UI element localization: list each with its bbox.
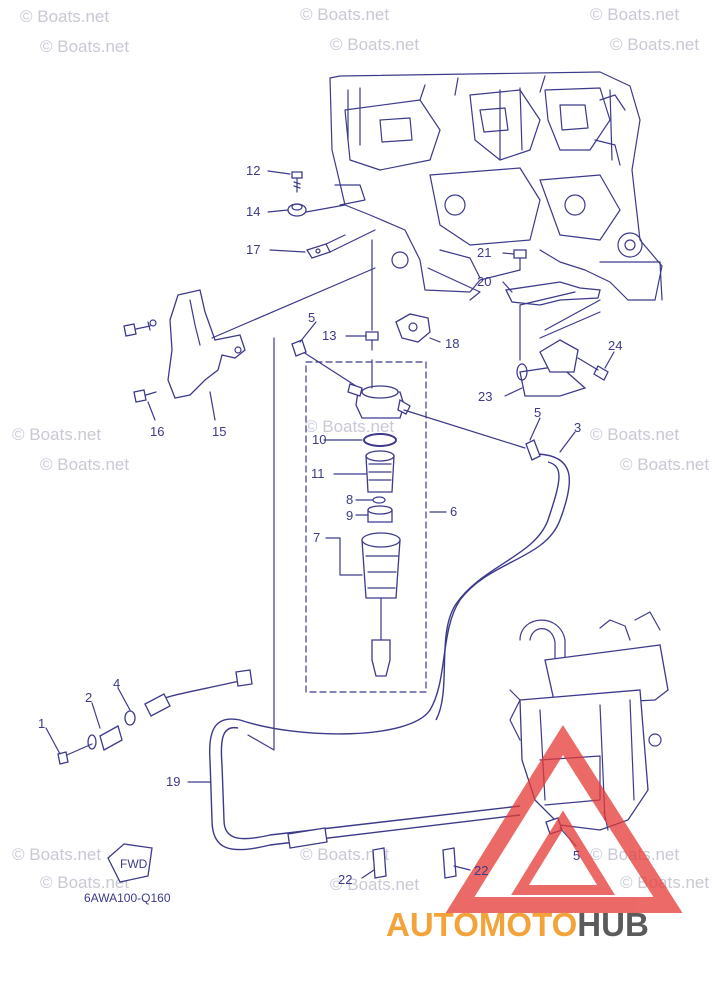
- callout-11: 11: [311, 466, 325, 481]
- watermark: © Boats.net: [590, 5, 679, 24]
- callout-5: 5: [573, 848, 580, 863]
- filter-bowl-7: [361, 532, 401, 677]
- filter-element-11: [365, 450, 395, 493]
- holder-23: [516, 339, 587, 397]
- bolt-21: [513, 249, 527, 271]
- callout-2: 2: [85, 690, 92, 705]
- callout-21: 21: [477, 245, 491, 260]
- callout-24: 24: [608, 338, 622, 353]
- callout-1: 1: [38, 716, 45, 731]
- fwd-arrow: FWD: [107, 843, 153, 883]
- clip-22-right: [442, 847, 457, 879]
- brand-part-auto: AUTO: [386, 906, 479, 943]
- clip-8: [372, 496, 386, 504]
- watermark: © Boats.net: [590, 425, 679, 444]
- callout-7: 7: [313, 530, 320, 545]
- hose-3: [239, 453, 571, 735]
- bolt-24: [577, 357, 609, 381]
- o-ring-10: [363, 433, 397, 447]
- callout-20: 20: [477, 274, 491, 289]
- clamp-18: [395, 313, 431, 343]
- callout-12: 12: [246, 163, 260, 178]
- watermark: © Boats.net: [40, 873, 129, 892]
- float-9: [367, 505, 393, 523]
- bracket-17: [306, 243, 331, 259]
- callout-18: 18: [445, 336, 459, 351]
- fitting-parts-1-2-4: [57, 693, 171, 765]
- filter-head: [347, 359, 411, 419]
- callout-3: 3: [574, 420, 581, 435]
- callout-13: 13: [322, 328, 336, 343]
- bolt-16: [133, 389, 157, 403]
- watermark: © Boats.net: [300, 5, 389, 24]
- engine-block: [329, 71, 663, 301]
- callout-5: 5: [534, 405, 541, 420]
- watermark: © Boats.net: [40, 455, 129, 474]
- fwd-label: FWD: [120, 857, 148, 871]
- callout-9: 9: [346, 508, 353, 523]
- callout-22: 22: [474, 863, 488, 878]
- watermark: © Boats.net: [610, 35, 699, 54]
- brand-part-hub: HUB: [577, 906, 649, 943]
- watermark: © Boats.net: [20, 7, 109, 26]
- brand-wordmark: AUTOMOTOHUB: [386, 906, 649, 943]
- watermark: © Boats.net: [12, 425, 101, 444]
- bracket-15: [167, 289, 246, 399]
- watermark: © Boats.net: [40, 37, 129, 56]
- callout-14: 14: [246, 204, 260, 219]
- bolt-13: [365, 331, 379, 351]
- bracket-20: [505, 281, 601, 361]
- brand-part-moto: MOTO: [479, 906, 577, 943]
- clamp-5-right: [525, 439, 541, 461]
- watermark: © Boats.net: [330, 35, 419, 54]
- logo-triangle: [445, 724, 683, 913]
- watermark: © Boats.net: [620, 455, 709, 474]
- callout-23: 23: [478, 389, 492, 404]
- watermark: © Boats.net: [330, 875, 419, 894]
- callout-5: 5: [308, 310, 315, 325]
- clip-22-left: [372, 847, 387, 879]
- diagram-code: 6AWA100-Q160: [84, 891, 171, 905]
- clamp-5-left: [291, 339, 307, 357]
- callout-10: 10: [312, 432, 326, 447]
- watermark: © Boats.net: [305, 417, 394, 436]
- callout-16: 16: [150, 424, 164, 439]
- callout-labels: 1 2 3 4 5 5 5 6 7 8 9 10 11 12 13 14 15 …: [38, 163, 622, 887]
- bolt-upper-15: [123, 319, 157, 337]
- callout-19: 19: [166, 774, 180, 789]
- watermark: © Boats.net: [300, 845, 389, 864]
- grommet-14: [287, 203, 307, 217]
- callout-8: 8: [346, 492, 353, 507]
- callout-4: 4: [113, 676, 120, 691]
- callout-6: 6: [450, 504, 457, 519]
- callout-17: 17: [246, 242, 260, 257]
- callout-22: 22: [338, 872, 352, 887]
- callout-15: 15: [212, 424, 226, 439]
- watermark: © Boats.net: [12, 845, 101, 864]
- bolt-12: [291, 171, 303, 193]
- watermarks: © Boats.net © Boats.net © Boats.net © Bo…: [12, 5, 709, 894]
- hose-19: [159, 679, 521, 851]
